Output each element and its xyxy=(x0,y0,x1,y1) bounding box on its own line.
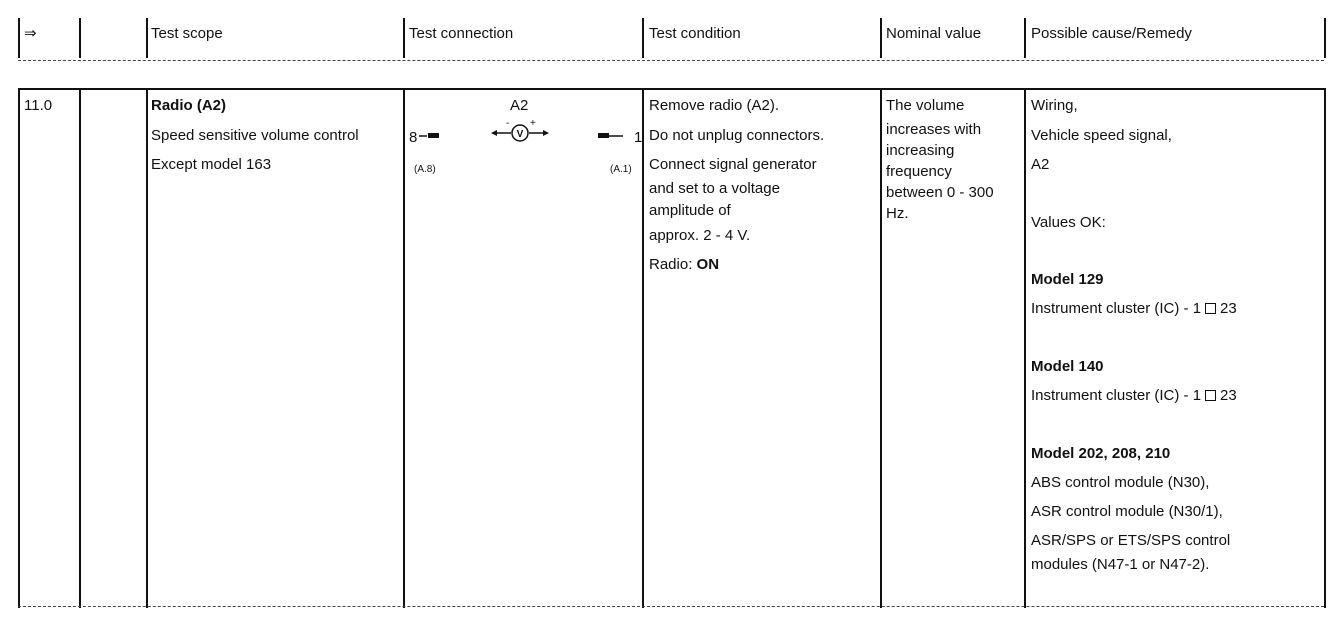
remedy-model129-text-a: Instrument cluster (IC) - 1 xyxy=(1031,300,1202,317)
scope-line-1: Speed sensitive volume control xyxy=(151,127,359,144)
header-bottom-rule xyxy=(18,60,1324,61)
header-test-connection: Test connection xyxy=(409,25,514,42)
scope-title: Radio (A2) xyxy=(151,97,226,114)
condition-line-5: amplitude of xyxy=(649,202,731,219)
remedy-cause-1: Wiring, xyxy=(1031,97,1078,114)
voltmeter-diagram: V - + xyxy=(419,118,623,142)
remedy-model202-line-2: ASR control module (N30/1), xyxy=(1031,503,1223,520)
voltmeter-icon: V - + xyxy=(491,118,549,142)
remedy-model129-text: Instrument cluster (IC) - 1 23 xyxy=(1031,299,1237,319)
remedy-cause-2: Vehicle speed signal, xyxy=(1031,127,1172,144)
remedy-model202-line-3: ASR/SPS or ETS/SPS control xyxy=(1031,532,1231,549)
header-arrow: ⇒ xyxy=(24,25,37,42)
condition-radio-label: Radio: xyxy=(649,256,697,273)
remedy-model140-text-b: 23 xyxy=(1220,387,1237,404)
remedy-values-ok: Values OK: xyxy=(1031,214,1106,231)
header-test-scope: Test scope xyxy=(151,25,223,42)
page-reference-icon xyxy=(1205,390,1217,401)
connection-left-pin: 8 xyxy=(409,129,418,146)
page-reference-icon xyxy=(1205,303,1217,314)
meter-minus: - xyxy=(506,118,509,129)
connection-left-ref: (A.8) xyxy=(414,164,436,175)
body-top-rule xyxy=(18,88,1324,90)
nominal-line-6: Hz. xyxy=(886,205,909,222)
header-possible-cause: Possible cause/Remedy xyxy=(1031,25,1192,42)
right-probe xyxy=(598,133,623,138)
nominal-line-5: between 0 - 300 xyxy=(886,184,994,201)
condition-radio-state: ON xyxy=(696,256,720,273)
connection-right-ref: (A.1) xyxy=(610,164,632,175)
connection-right-pin: 1 xyxy=(634,129,643,146)
connection-component: A2 xyxy=(510,97,529,114)
condition-line-4: and set to a voltage xyxy=(649,180,780,197)
meter-label: V xyxy=(517,129,524,140)
nominal-line-1: The volume xyxy=(886,97,965,114)
remedy-model202-line-4: modules (N47-1 or N47-2). xyxy=(1031,556,1210,573)
condition-line-1: Remove radio (A2). xyxy=(649,97,780,114)
left-probe xyxy=(419,133,439,138)
step-number: 11.0 xyxy=(24,97,53,114)
remedy-model140-text: Instrument cluster (IC) - 1 23 xyxy=(1031,386,1237,406)
nominal-line-3: increasing xyxy=(886,142,955,159)
scope-line-2: Except model 163 xyxy=(151,156,272,173)
remedy-model202-line-1: ABS control module (N30), xyxy=(1031,474,1210,491)
meter-plus: + xyxy=(530,118,536,129)
remedy-model129-title: Model 129 xyxy=(1031,271,1104,288)
remedy-cause-3: A2 xyxy=(1031,156,1050,173)
remedy-model140-text-a: Instrument cluster (IC) - 1 xyxy=(1031,387,1202,404)
remedy-model140-title: Model 140 xyxy=(1031,358,1104,375)
nominal-line-2: increases with xyxy=(886,121,982,138)
remedy-model202-title: Model 202, 208, 210 xyxy=(1031,445,1171,462)
body-bottom-rule xyxy=(18,606,1324,607)
nominal-line-4: frequency xyxy=(886,163,952,180)
condition-line-6: approx. 2 - 4 V. xyxy=(649,227,751,244)
header-test-condition: Test condition xyxy=(649,25,741,42)
remedy-model129-text-b: 23 xyxy=(1220,300,1237,317)
condition-line-2: Do not unplug connectors. xyxy=(649,127,825,144)
condition-radio: Radio: ON xyxy=(649,255,719,275)
condition-line-3: Connect signal generator xyxy=(649,156,817,173)
header-nominal-value: Nominal value xyxy=(886,25,982,42)
